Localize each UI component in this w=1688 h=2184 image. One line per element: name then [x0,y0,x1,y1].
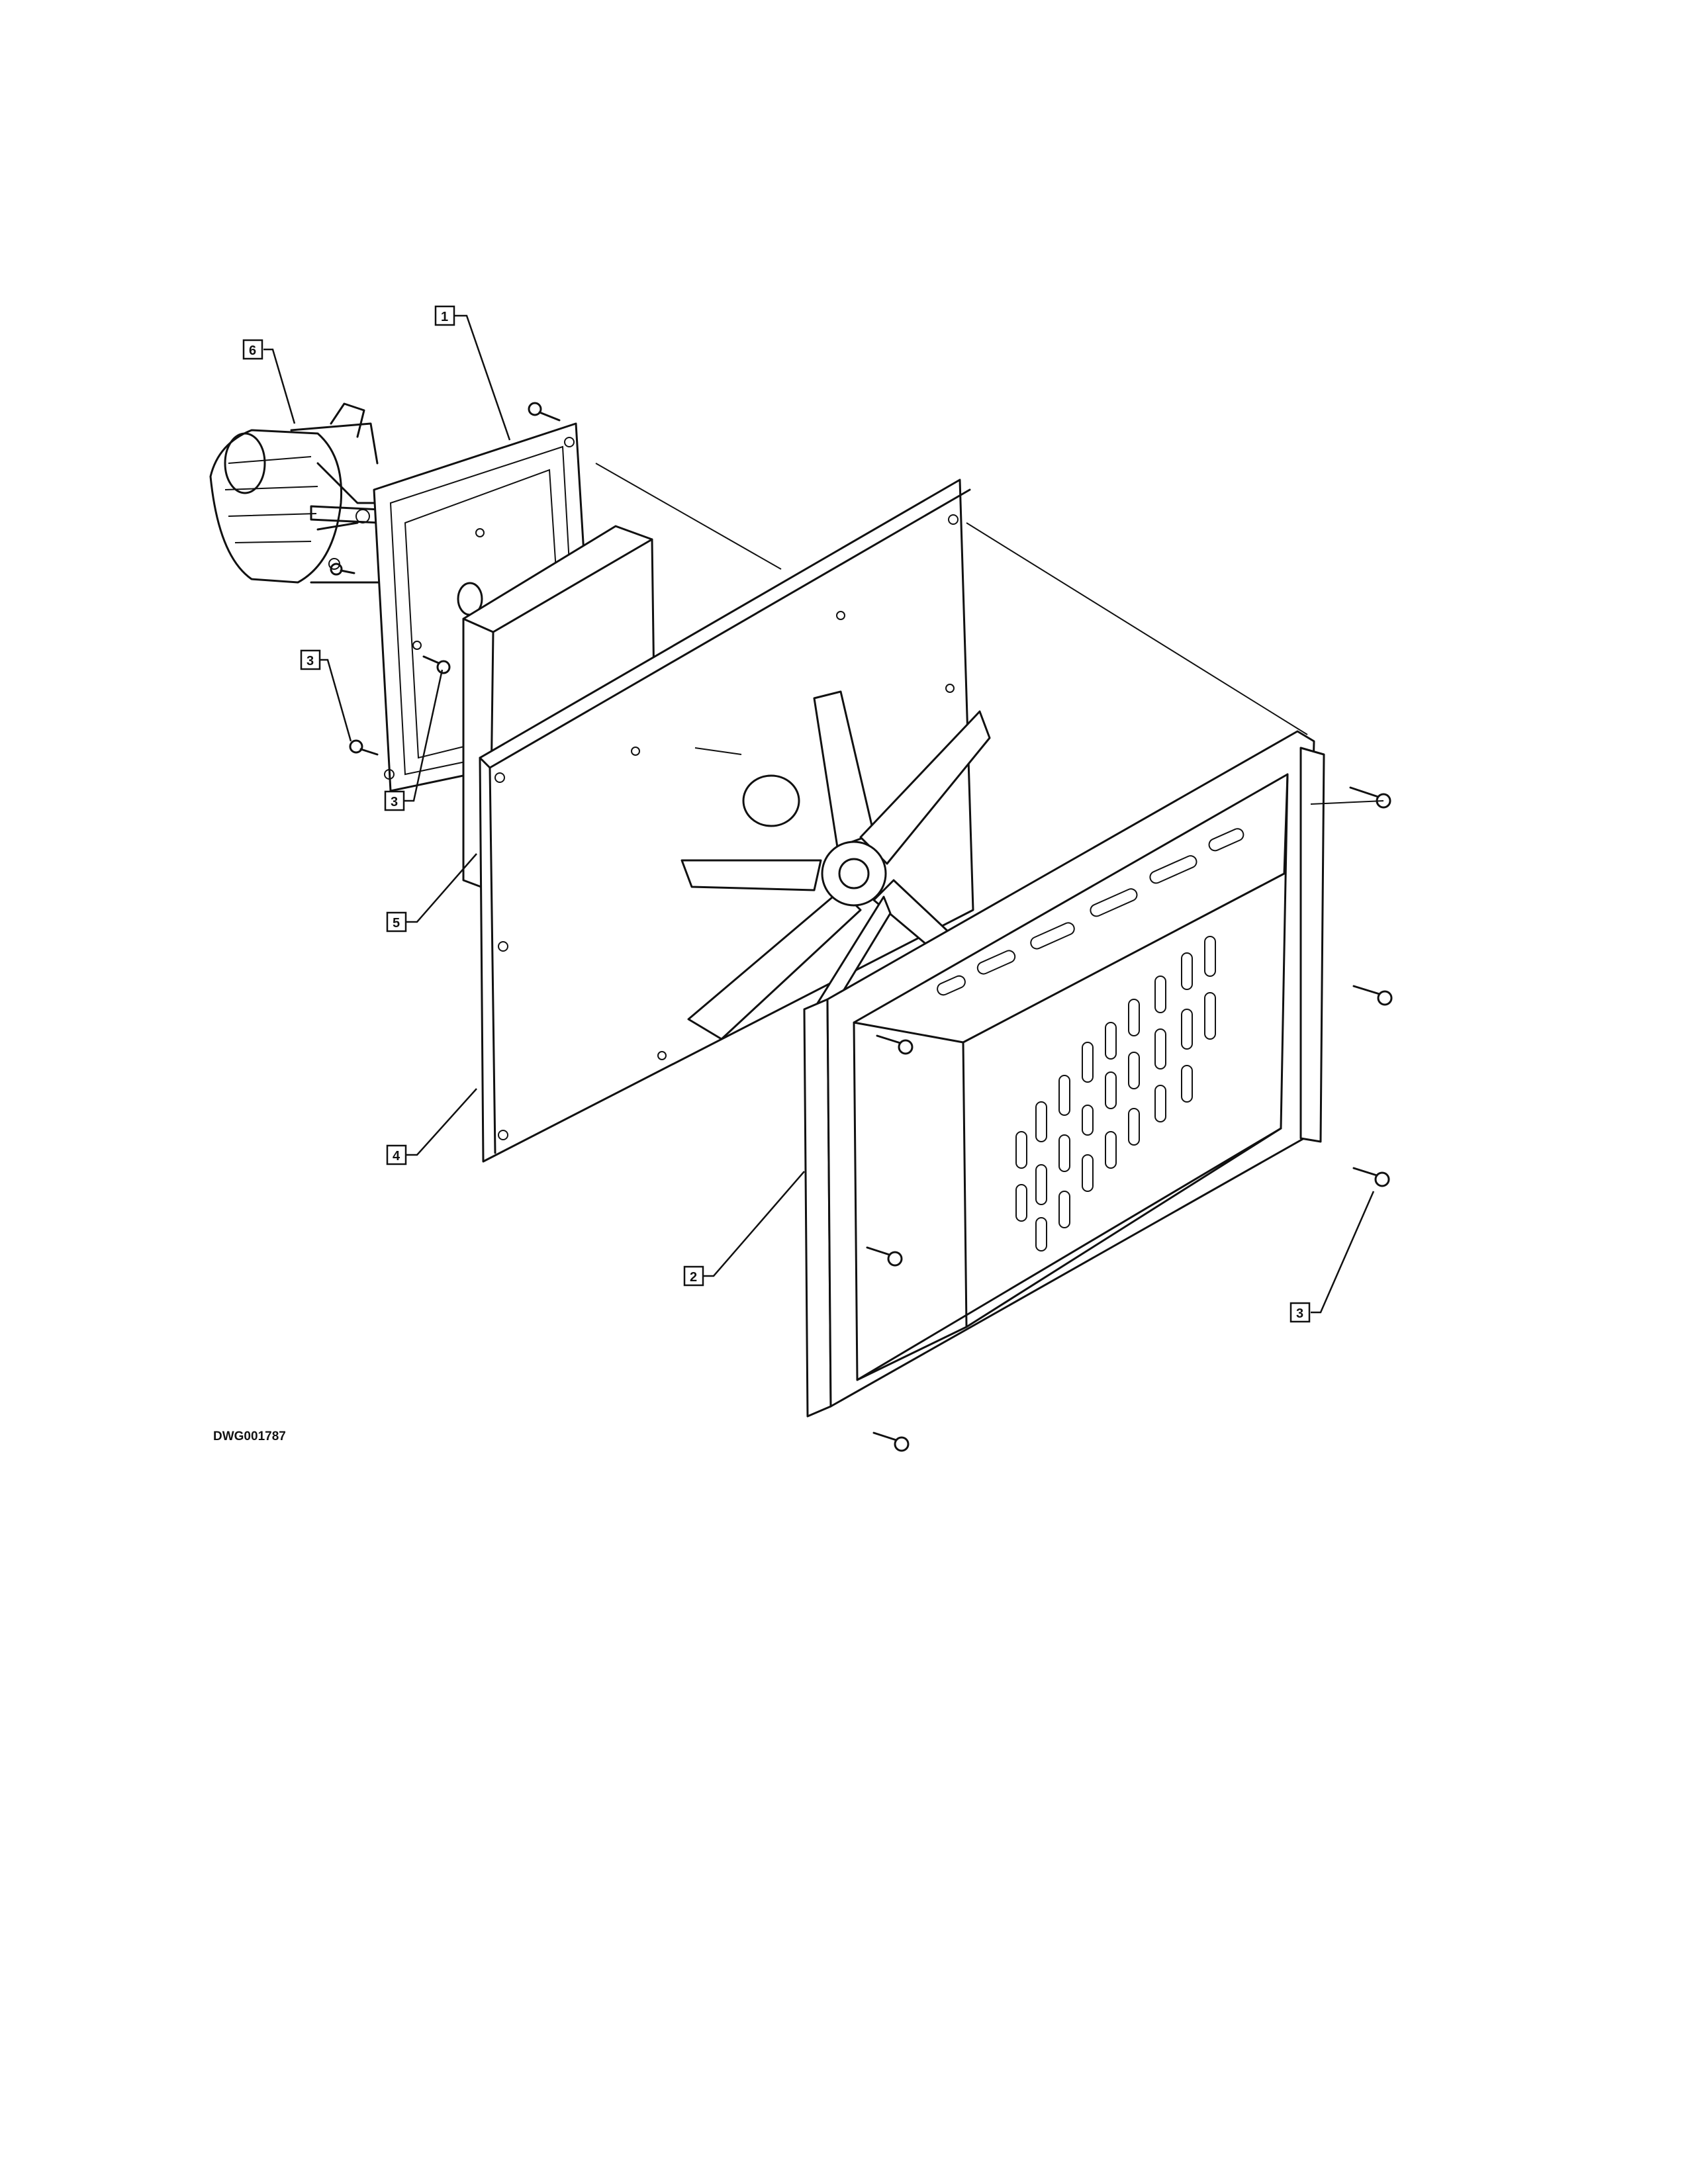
svg-text:1: 1 [441,310,448,324]
drawing-number: DWG001787 [213,1430,286,1443]
screw [330,563,355,576]
top-vent-slots [937,828,1244,996]
screw [349,739,379,756]
svg-text:3: 3 [306,654,314,668]
callout-5: 5 [386,853,477,933]
svg-text:3: 3 [1296,1306,1303,1321]
svg-text:3: 3 [391,795,398,809]
alignment-lines [595,463,1384,805]
callout-3-right: 3 [1289,1191,1375,1323]
svg-text:6: 6 [249,343,256,358]
screw [876,1034,914,1055]
screw-set [330,402,1393,1452]
callout-6: 6 [242,339,296,424]
screw [1349,786,1391,809]
callout-3-mid: 3 [384,669,444,811]
svg-text:2: 2 [690,1270,697,1285]
screw [866,1246,903,1267]
screw [528,402,561,422]
callout-3-left: 3 [300,649,352,742]
callout-2: 2 [683,1171,805,1287]
screw [422,655,451,674]
svg-text:4: 4 [393,1149,400,1163]
fan-cover [803,730,1325,1418]
oven-back-panel [479,478,974,1163]
screw [1352,985,1393,1006]
svg-text:5: 5 [393,916,400,931]
screw [1352,1167,1390,1187]
face-vent-grid [1015,936,1216,1251]
convection-fan-motor [209,402,399,584]
callout-4: 4 [386,1088,477,1165]
callout-1: 1 [434,305,511,441]
screw [872,1432,910,1452]
